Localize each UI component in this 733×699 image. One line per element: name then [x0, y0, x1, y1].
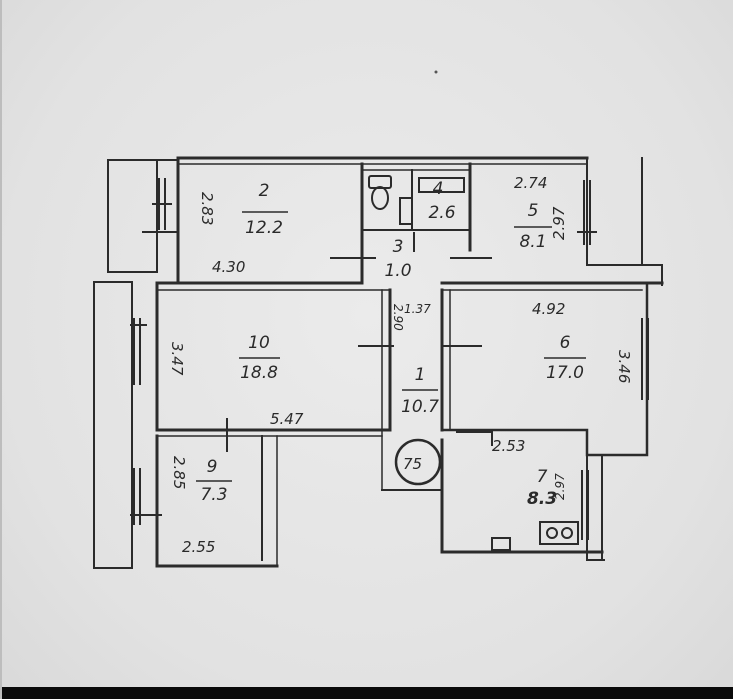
room-2-area: 12.2	[245, 218, 283, 238]
left-upper-ledge	[107, 159, 158, 273]
dim-corridor-side: 2.90	[391, 304, 405, 331]
room-9-area: 7.3	[200, 485, 227, 505]
room-6-number: 6	[560, 333, 571, 353]
dim-room-5-side: 2.97	[550, 206, 568, 240]
dim-room-10-height: 3.47	[168, 342, 186, 376]
right-upper-ledge	[586, 157, 643, 266]
bath-sink-icon	[399, 177, 465, 225]
room-7-number: 7	[537, 467, 548, 487]
room-10-number: 10	[248, 333, 270, 353]
dim-room-9-width: 2.55	[182, 538, 215, 556]
dim-room-10-width: 5.47	[270, 410, 304, 428]
dim-room-7-width: 2.53	[492, 437, 525, 455]
dim-room-2-width: 4.30	[212, 258, 245, 276]
vent-shaft-icon	[394, 438, 442, 486]
dim-room-9-height: 2.85	[170, 456, 188, 489]
kitchen-sink-icon	[491, 537, 511, 551]
window-room-7	[581, 470, 589, 540]
stove-icon	[539, 521, 579, 545]
dim-room-6-side: 3.46	[615, 350, 633, 383]
dim-room-2-height: 2.83	[198, 192, 216, 225]
dim-room-6-top: 4.92	[532, 300, 565, 318]
room-6-area: 17.0	[546, 363, 584, 383]
window-room-2	[152, 178, 172, 230]
room-9-number: 9	[207, 457, 218, 477]
dim-room-5-top: 2.74	[514, 174, 547, 192]
room-5-number: 5	[528, 201, 539, 221]
room-7-area: 8.3	[527, 489, 557, 509]
room-3-area: 1.0	[384, 261, 411, 281]
room-4-number: 4	[433, 179, 444, 199]
toilet-icon	[368, 175, 392, 210]
room-4-area: 2.6	[428, 203, 455, 223]
window-room-5	[577, 180, 597, 245]
dim-corridor: 1.37	[404, 302, 431, 316]
left-balcony	[93, 281, 133, 569]
bottom-black-bar	[2, 687, 733, 699]
window-room-6	[641, 318, 649, 400]
room-3-number: 3	[393, 237, 404, 257]
window-room-9	[130, 468, 162, 525]
room-2-number: 2	[259, 181, 270, 201]
vent-shaft-label: 75	[403, 455, 422, 473]
room-10-area: 18.8	[240, 363, 278, 383]
room-5-area: 8.1	[519, 232, 546, 252]
room-1-number: 1	[415, 365, 426, 385]
dim-room-7-side: 2.97	[553, 473, 567, 500]
window-room-10	[130, 318, 147, 385]
scan-speck	[434, 70, 438, 74]
room-1-area: 10.7	[401, 397, 439, 417]
